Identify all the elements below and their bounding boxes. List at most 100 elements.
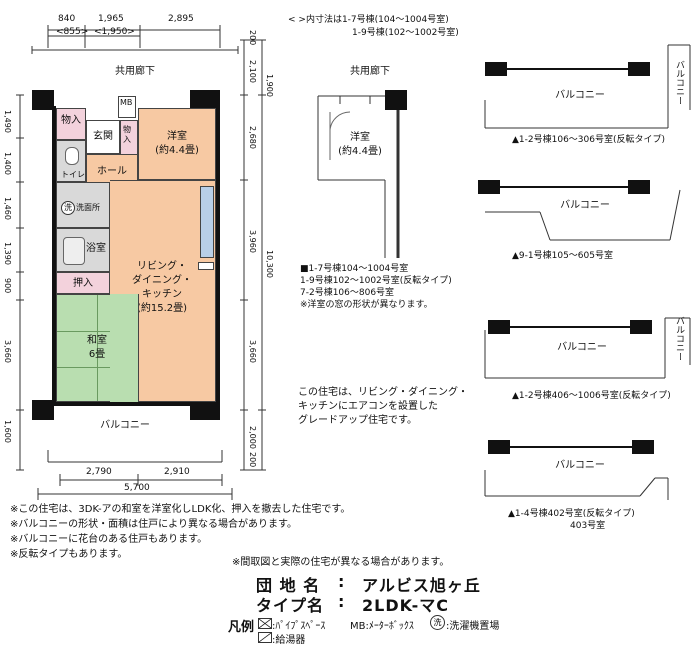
variant-note-1: ■1-7号棟104～1004号室 <box>300 264 409 274</box>
bv3-col-left <box>488 320 510 334</box>
column-top-right <box>190 90 220 110</box>
dim-right-b2: 10,300 <box>265 250 274 278</box>
bv1-wall <box>507 68 628 70</box>
complex-name-value: アルビス旭ヶ丘 <box>362 576 481 595</box>
bv3-label: バルコニー <box>557 342 607 353</box>
balcony-label: バルコニー <box>100 420 150 431</box>
wall-right <box>216 106 220 406</box>
bv2-label: バルコニー <box>560 200 610 211</box>
dim-right-a1: 2,100 <box>248 60 257 83</box>
legend-title: 凡例 <box>228 620 255 635</box>
note-3: ※バルコニーに花台のある住戸もあります。 <box>10 534 208 545</box>
dim-bottom-1: 2,790 <box>86 467 112 477</box>
variant-column <box>385 90 407 110</box>
column-top-left <box>32 90 54 110</box>
legend-heater: :給湯器 <box>272 635 306 646</box>
japanese-ldk-divider <box>138 294 139 402</box>
bv2-col-left <box>478 180 500 194</box>
dim-top-2: 1,965 <box>98 14 124 24</box>
bv4-label: バルコニー <box>555 460 605 471</box>
dim-top-inner-1: <855> <box>56 27 89 37</box>
bv4-caption: ▲1-4号棟402号室(反転タイプ) <box>508 509 635 519</box>
complex-name-label: 団 地 名 <box>256 576 321 595</box>
bv1-caption: ▲1-2号棟106～306号室(反転タイプ) <box>512 135 666 145</box>
dim-edge-top: 200 <box>248 30 257 46</box>
bv4-caption2: 403号室 <box>570 521 606 531</box>
legend-wash: :洗濯機置場 <box>446 621 500 632</box>
pipe-space-icon <box>258 618 272 629</box>
bv3-caption: ▲1-2号棟406～1006号室(反転タイプ) <box>512 391 671 401</box>
type-name-colon: : <box>338 592 346 611</box>
disclaimer: ※間取図と実際の住宅が異なる場合があります。 <box>232 557 450 568</box>
dim-left-6: 3,660 <box>3 340 12 363</box>
bv1-col-left <box>485 62 507 76</box>
bv4-wall <box>510 446 632 448</box>
water-heater-icon <box>258 632 272 643</box>
note-1: ※この住宅は、3DK-アの和室を洋室化しLDK化、押入を撤去した住宅です。 <box>10 504 351 515</box>
dim-right-a3: 3,960 <box>248 230 257 253</box>
legend-pipe: :ﾊﾟｲﾌﾟｽﾍﾟｰｽ <box>272 621 326 632</box>
dim-left-4: 1,390 <box>3 242 12 265</box>
dim-right-a4: 3,660 <box>248 340 257 363</box>
dim-left-7: 1,600 <box>3 420 12 443</box>
dim-top-1: 840 <box>58 14 76 24</box>
variant-note-4: ※洋室の窓の形状が異なります。 <box>300 300 433 310</box>
dim-right-a2: 2,680 <box>248 126 257 149</box>
dim-top-inner-2: <1,950> <box>94 27 135 37</box>
meter-box: MB <box>118 96 136 118</box>
bv4-col-left <box>488 440 510 454</box>
note-4: ※反転タイプもあります。 <box>10 549 128 560</box>
inner-dims-note-2: 1-9号棟(102～1002号室) <box>352 28 459 38</box>
washroom: 洗 洗面所 <box>56 182 110 228</box>
type-name-value: 2LDK-マC <box>362 596 450 615</box>
corridor-label: 共用廊下 <box>115 66 155 77</box>
bv1-side-label: バルコニー <box>674 60 684 105</box>
aircon-note-2: キッチンにエアコンを設置した <box>298 401 438 412</box>
kitchen-counter <box>200 186 214 258</box>
storage-2: 物入 <box>120 120 138 158</box>
wall-left <box>52 106 56 406</box>
toilet: トイレ <box>56 140 86 182</box>
japanese-room-ext <box>110 294 138 402</box>
complex-name-colon: : <box>338 572 346 591</box>
column-bottom-left <box>32 400 54 420</box>
variant-note-2: 1-9号棟102～1002号室(反転タイプ) <box>300 276 452 286</box>
legend-mb: MB:ﾒｰﾀｰﾎﾞｯｸｽ <box>350 621 414 632</box>
bv2-caption: ▲9-1号棟105～605号室 <box>512 251 613 261</box>
dim-top-3: 2,895 <box>168 14 194 24</box>
bv2-col-right <box>628 180 650 194</box>
dim-left-3: 1,460 <box>3 197 12 220</box>
entrance: 玄関 <box>86 120 120 154</box>
variant-corridor-label: 共用廊下 <box>350 66 390 77</box>
bv1-label: バルコニー <box>555 90 605 101</box>
dim-right-a5: 2,000 <box>248 426 257 449</box>
variant-room-label: 洋室 <box>350 132 370 143</box>
variant-room-size: (約4.4畳) <box>338 146 382 157</box>
type-name-label: タイプ名 <box>256 596 325 615</box>
dim-bottom-total: 5,700 <box>124 483 150 493</box>
dim-left-5: 900 <box>3 278 12 294</box>
closet: 押入 <box>56 272 110 294</box>
water-heater <box>198 262 214 270</box>
dim-bottom-2: 2,910 <box>164 467 190 477</box>
western-room: 洋室 (約4.4畳) <box>138 108 216 180</box>
dim-left-1: 1,490 <box>3 110 12 133</box>
bv3-col-right <box>630 320 652 334</box>
bv4-col-right <box>632 440 654 454</box>
bv2-wall <box>500 186 628 188</box>
dim-left-2: 1,400 <box>3 152 12 175</box>
bv3-wall <box>510 326 630 328</box>
washing-machine-icon: 洗 <box>430 615 445 630</box>
aircon-note-3: グレードアップ住宅です。 <box>298 415 417 426</box>
aircon-note-1: この住宅は、リビング・ダイニング・ <box>298 387 468 398</box>
dim-right-b1: 1,900 <box>265 74 274 97</box>
variant-note-3: 7-2号棟106～806号室 <box>300 288 395 298</box>
dim-edge-bottom: 200 <box>248 452 257 468</box>
storage-1: 物入 <box>56 108 86 140</box>
bv1-col-right <box>628 62 650 76</box>
wall-bottom <box>52 402 220 406</box>
inner-dims-note-1: < >内寸法は1-7号棟(104～1004号室) <box>288 15 449 25</box>
note-2: ※バルコニーの形状・面積は住戸により異なる場合があります。 <box>10 519 297 530</box>
bathroom: 浴室 <box>56 228 110 272</box>
bv3-side-label: バルコニー <box>674 316 684 361</box>
